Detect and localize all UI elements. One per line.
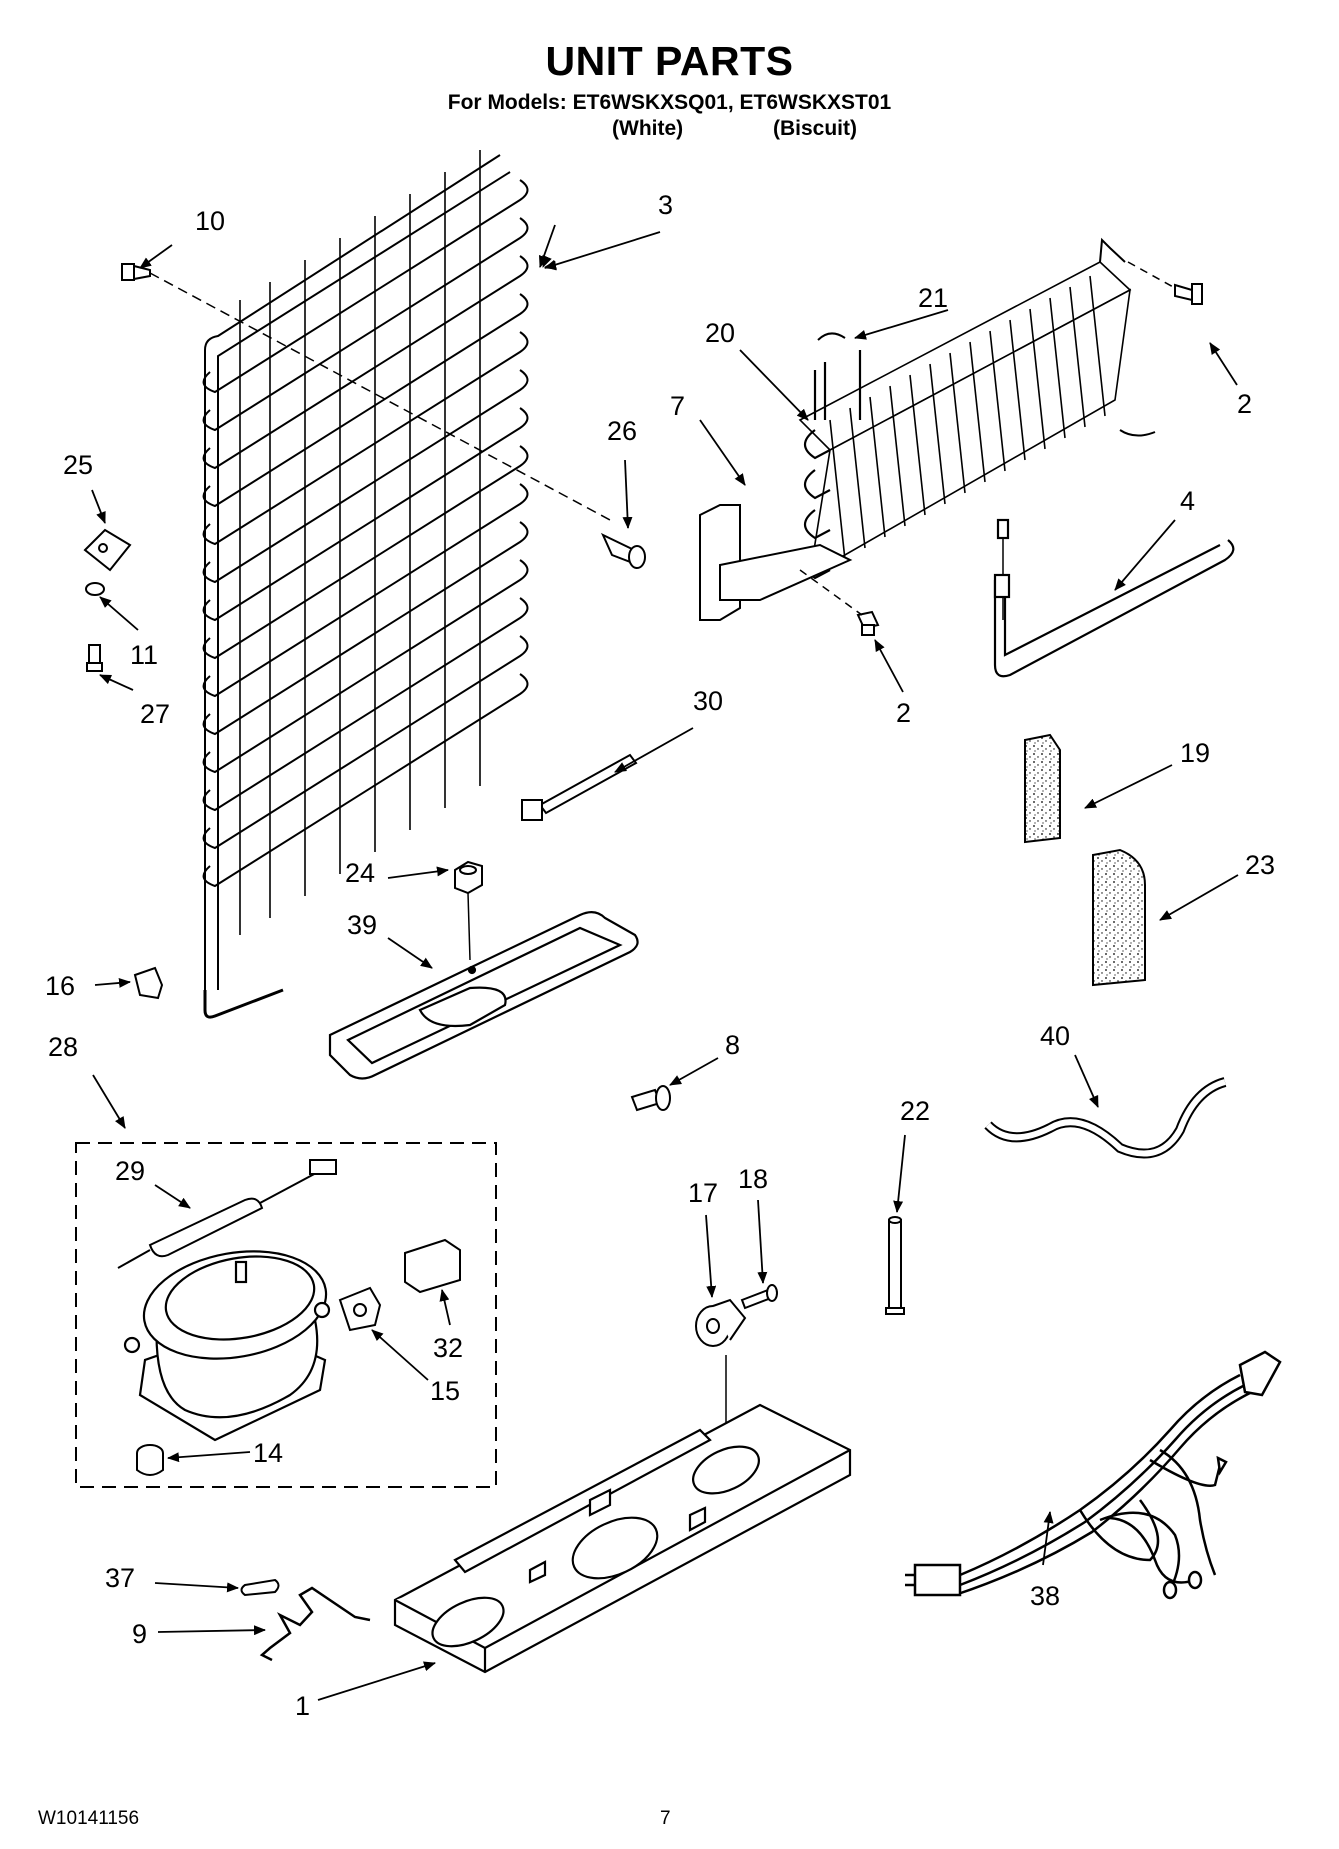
grommet-8 — [630, 1085, 671, 1112]
callout-32: 32 — [433, 1333, 463, 1363]
evaporator — [798, 237, 1156, 580]
condenser-coil — [202, 150, 529, 1019]
callout-11: 11 — [130, 640, 158, 670]
dashed-leader-2-upper — [1127, 261, 1176, 289]
screw-10 — [121, 263, 151, 281]
callout-20: 20 — [705, 318, 735, 348]
wire-9 — [259, 1586, 371, 1662]
callout-29: 29 — [115, 1156, 145, 1186]
variant-biscuit-label: (Biscuit) — [773, 117, 857, 140]
bracket-25 — [83, 528, 132, 572]
doc-number: W10141156 — [38, 1808, 140, 1829]
callout-16: 16 — [45, 971, 75, 1001]
defrost-heater-4 — [993, 518, 1235, 678]
grommet-17 — [695, 1298, 747, 1347]
callout-10: 10 — [195, 206, 225, 236]
condenser-coil-loops — [202, 179, 529, 888]
cable-tie-30 — [521, 753, 638, 821]
callout-30: 30 — [693, 686, 723, 716]
screw-2-upper — [1174, 283, 1203, 305]
callout-1: 1 — [295, 1691, 310, 1721]
clip-16 — [133, 966, 164, 1000]
callout-3: 3 — [658, 190, 673, 220]
callout-27: 27 — [140, 699, 170, 729]
filter-drier-29 — [117, 1159, 337, 1269]
tube-40 — [984, 1077, 1227, 1159]
evaporator-tubes — [803, 350, 862, 580]
callout-22: 22 — [900, 1096, 930, 1126]
dashed-leader-10 — [149, 272, 611, 521]
callout-39: 39 — [347, 910, 377, 940]
callout-17: 17 — [688, 1178, 718, 1208]
compressor-kit-box — [75, 1142, 497, 1488]
callout-38: 38 — [1030, 1581, 1060, 1611]
callout-19: 19 — [1180, 738, 1210, 768]
callout-37: 37 — [105, 1563, 135, 1593]
insulation-19 — [1024, 733, 1061, 844]
callout-24: 24 — [345, 858, 375, 888]
part-37 — [240, 1578, 280, 1597]
insulation-23 — [1092, 848, 1146, 987]
variant-white-label: (White) — [612, 117, 684, 140]
callout-9: 9 — [132, 1619, 147, 1649]
base-1 — [393, 1403, 852, 1674]
washer-11 — [85, 582, 105, 596]
callout-21: 21 — [918, 283, 948, 313]
callout-2-upper: 2 — [1237, 389, 1252, 419]
callout-23: 23 — [1245, 850, 1275, 880]
evaporator-fins — [829, 275, 1106, 561]
leader-24-39 — [467, 892, 471, 961]
relay-15 — [338, 1286, 382, 1332]
dashed-leader-2-lower — [799, 569, 863, 616]
condenser-wires — [239, 150, 481, 935]
nut-24 — [454, 860, 483, 895]
callout-18: 18 — [738, 1164, 768, 1194]
callout-26: 26 — [607, 416, 637, 446]
callout-2-lower: 2 — [896, 698, 911, 728]
callout-labels: 10 3 21 20 7 2 4 26 25 11 27 2 30 19 23 … — [45, 190, 1275, 1721]
callout-40: 40 — [1040, 1021, 1070, 1051]
screw-18 — [740, 1284, 778, 1310]
callout-15: 15 — [430, 1376, 460, 1406]
models-line: For Models: ET6WSKXSQ01, ET6WSKXST01 — [447, 91, 892, 114]
page-number: 7 — [660, 1808, 671, 1829]
callout-28: 28 — [48, 1032, 78, 1062]
clip-21 — [817, 332, 846, 341]
pin-22 — [885, 1216, 905, 1315]
wire-harness-38 — [905, 1350, 1282, 1600]
defrost-channel-7 — [699, 504, 853, 621]
page-title: UNIT PARTS — [545, 38, 794, 84]
callout-25: 25 — [63, 450, 93, 480]
screw-27 — [86, 644, 103, 672]
callout-4: 4 — [1180, 486, 1195, 516]
callout-14: 14 — [253, 1438, 283, 1468]
drain-pan-39 — [328, 911, 639, 1080]
screw-2-lower — [856, 610, 880, 636]
overload-32 — [404, 1238, 461, 1294]
compressor — [123, 1250, 331, 1442]
callout-7: 7 — [670, 391, 685, 421]
spacer-26 — [600, 532, 646, 569]
grommet-14 — [136, 1444, 164, 1476]
leader-arrows — [91, 224, 1239, 1701]
callout-8: 8 — [725, 1030, 740, 1060]
